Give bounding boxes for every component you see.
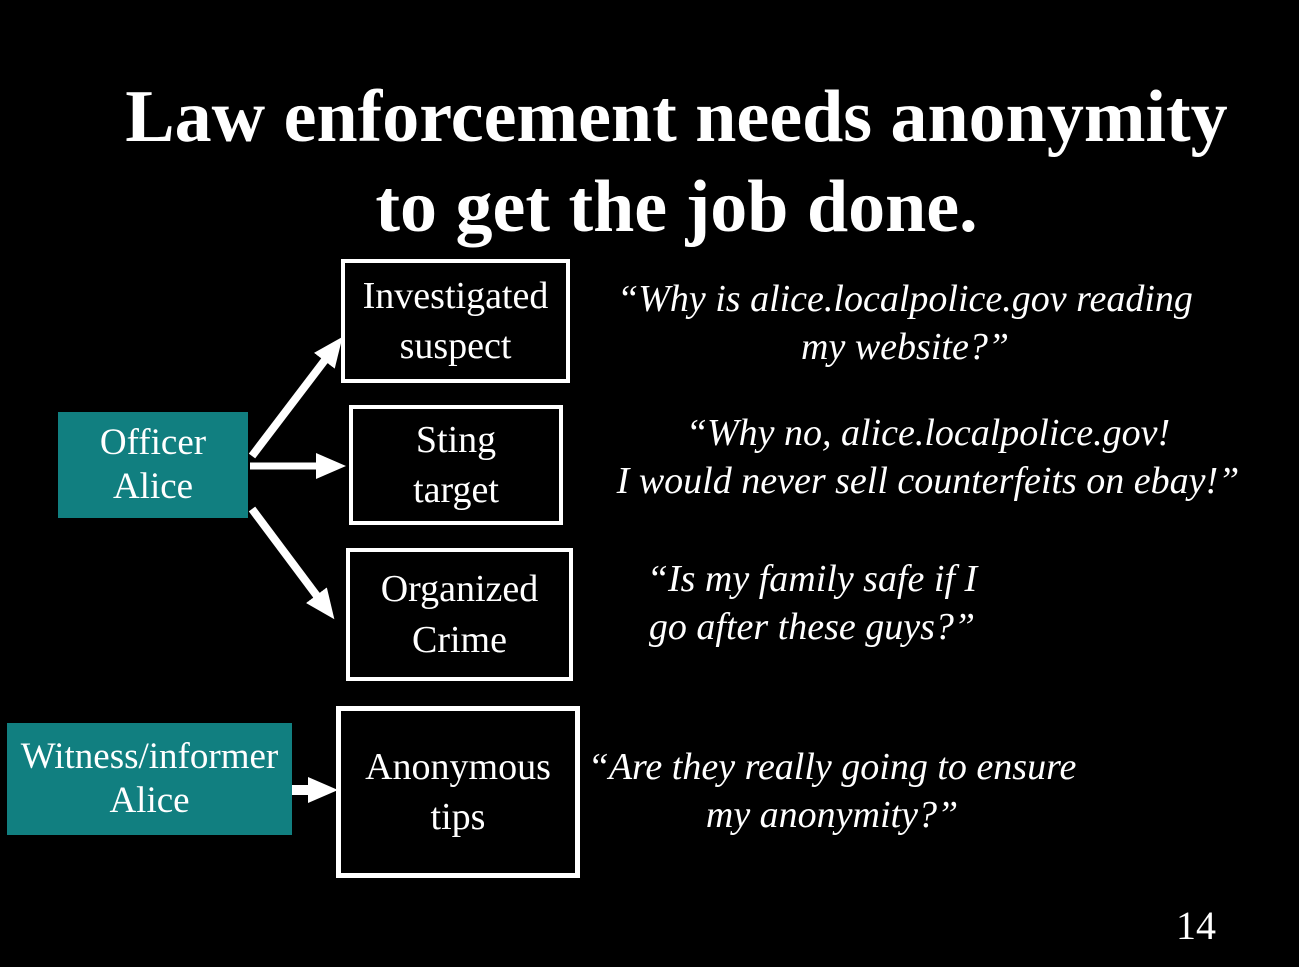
quote-sting-target-line1: “Why no, alice.localpolice.gov! bbox=[685, 412, 1171, 454]
quote-organized-crime-line2: go after these guys?” bbox=[648, 605, 976, 648]
investigated-suspect-line1: Investigated bbox=[362, 274, 549, 317]
quote-investigated-suspect: “Why is alice.localpolice.gov reading my… bbox=[575, 276, 1235, 372]
quote-sting-target-line2: I would never sell counterfeits on ebay!… bbox=[616, 459, 1240, 502]
slide-title-line2: to get the job done. bbox=[375, 166, 978, 249]
arrow-officer-to-investigated bbox=[248, 336, 343, 459]
organized-crime-line1: Organized bbox=[380, 568, 539, 611]
quote-investigated-suspect-line1: “Why is alice.localpolice.gov reading bbox=[617, 278, 1193, 320]
witness-informer-label-line2: Alice bbox=[109, 780, 190, 821]
anonymous-tips-box: Anonymous tips bbox=[336, 706, 580, 878]
sting-target-box: Sting target bbox=[349, 405, 563, 525]
witness-informer-alice-box: Witness/informer Alice bbox=[7, 723, 292, 835]
slide-title: Law enforcement needs anonymity to get t… bbox=[54, 72, 1299, 253]
organized-crime-box: Organized Crime bbox=[346, 548, 573, 681]
witness-informer-label-line1: Witness/informer bbox=[20, 736, 279, 778]
quote-anonymous-tips: “Are they really going to ensure my anon… bbox=[587, 744, 1077, 840]
slide-title-line1: Law enforcement needs anonymity bbox=[125, 76, 1228, 158]
anonymous-tips-line1: Anonymous bbox=[365, 745, 551, 788]
quote-sting-target: “Why no, alice.localpolice.gov! I would … bbox=[572, 410, 1284, 506]
quote-investigated-suspect-line2: my website?” bbox=[801, 325, 1009, 368]
page-number: 14 bbox=[1176, 903, 1216, 948]
quote-organized-crime: “Is my family safe if I go after these g… bbox=[636, 556, 988, 652]
anonymous-tips-line2: tips bbox=[430, 796, 486, 838]
quote-anonymous-tips-line1: “Are they really going to ensure bbox=[587, 746, 1077, 788]
investigated-suspect-box: Investigated suspect bbox=[341, 259, 570, 383]
quote-organized-crime-line1: “Is my family safe if I bbox=[646, 558, 978, 600]
officer-alice-label-line2: Alice bbox=[112, 466, 194, 507]
sting-target-line1: Sting bbox=[415, 418, 497, 461]
officer-alice-box: Officer Alice bbox=[58, 412, 248, 518]
officer-alice-label-line1: Officer bbox=[99, 422, 207, 464]
organized-crime-line2: Crime bbox=[412, 618, 507, 661]
sting-target-line2: target bbox=[413, 469, 499, 511]
quote-anonymous-tips-line2: my anonymity?” bbox=[705, 793, 959, 836]
arrow-officer-to-organized bbox=[248, 506, 335, 620]
investigated-suspect-line2: suspect bbox=[399, 325, 512, 367]
